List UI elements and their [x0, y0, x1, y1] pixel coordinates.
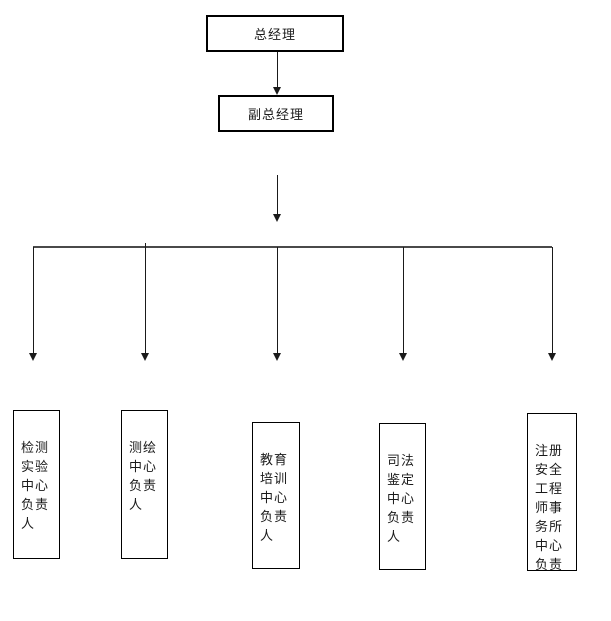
department-box-testing-lab: 检测 实验 中心 负责 人 [13, 410, 60, 559]
department-box-surveying: 测绘 中心 负责 人 [121, 410, 168, 559]
department-box-judicial: 司法 鉴定 中心 负责 人 [379, 423, 426, 570]
department-label: 教育 培训 中心 负责 人 [260, 453, 289, 544]
deputy-general-manager-label: 副总经理 [247, 108, 304, 123]
branch-arrow-surveying [141, 243, 149, 361]
branch-arrow-education [273, 247, 281, 361]
branch-arrow-registered-safety [548, 247, 556, 361]
branch-arrow-judicial [399, 247, 407, 361]
department-box-registered-safety: 注册 安全 工程 师事 务所 中心 负责 [527, 413, 577, 573]
general-manager-box: 总经理 [206, 15, 344, 52]
deputy-general-manager-box: 副总经理 [218, 95, 334, 132]
branch-arrow-testing-lab [29, 247, 37, 361]
department-label: 测绘 中心 负责 人 [129, 441, 158, 513]
department-label: 检测 实验 中心 负责 人 [21, 441, 50, 532]
department-label: 司法 鉴定 中心 负责 人 [387, 454, 416, 545]
branch-connector-line [33, 246, 552, 248]
arrow-gm-to-deputy [273, 52, 281, 95]
department-box-education: 教育 培训 中心 负责 人 [252, 422, 300, 569]
department-label: 注册 安全 工程 师事 务所 中心 负责 [535, 444, 564, 573]
general-manager-label: 总经理 [253, 28, 296, 43]
arrow-deputy-to-branches [273, 175, 281, 222]
